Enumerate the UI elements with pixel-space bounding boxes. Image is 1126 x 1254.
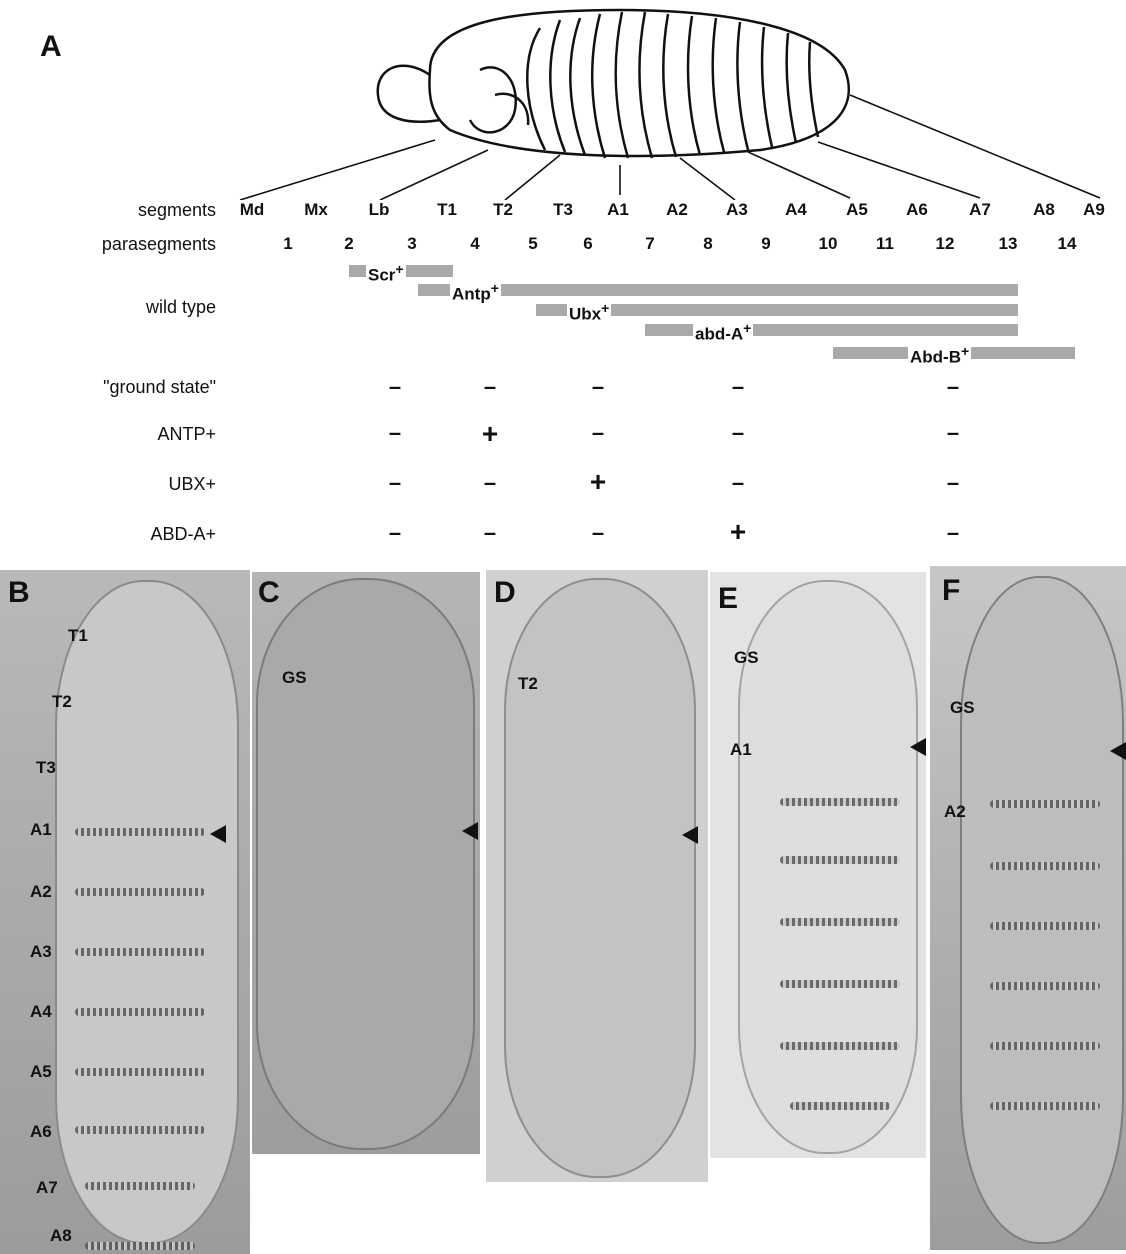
embryo-schematic [0,0,1126,200]
panel-b-letter: B [8,576,30,610]
segment-label: A3 [726,200,748,220]
row-label-ground-state: "ground state" [103,377,216,398]
plus-mark: + [590,468,606,496]
parasegment-number: 12 [936,234,955,254]
segment-label: A2 [666,200,688,220]
panel-e-photo: E GS A1 [710,572,926,1158]
panel-f-photo: F GS A2 [930,566,1126,1250]
abda-label: abd-A+ [693,319,753,344]
arrowhead-icon [462,822,478,840]
arrowhead-icon [682,826,698,844]
segment-label: Mx [304,200,328,220]
minus-mark: – [389,376,401,398]
abdb-label: Abd-B+ [908,342,971,367]
segment-label-a1: A1 [730,740,752,760]
segment-label-a1: A1 [30,820,52,840]
segment-label: A8 [1033,200,1055,220]
antp-label: Antp+ [450,279,501,304]
panel-d-letter: D [494,576,516,610]
segment-label-gs: GS [950,698,975,718]
minus-mark: – [389,422,401,444]
segment-label: A7 [969,200,991,220]
parasegment-number: 9 [761,234,770,254]
segment-label: T3 [553,200,573,220]
segment-label: A4 [785,200,807,220]
segment-label-a2: A2 [30,882,52,902]
plus-mark: + [482,420,498,448]
minus-mark: – [592,422,604,444]
segment-label-a7: A7 [36,1178,58,1198]
segment-label-t1: T1 [68,626,88,646]
parasegment-number: 5 [528,234,537,254]
segment-label-a6: A6 [30,1122,52,1142]
segment-label: T2 [493,200,513,220]
ubx-label: Ubx+ [567,299,611,324]
segment-label: A1 [607,200,629,220]
parasegment-number: 6 [583,234,592,254]
panel-d-photo: D T2 [486,570,708,1182]
panel-e-letter: E [718,582,738,616]
parasegment-number: 11 [876,234,894,254]
arrowhead-icon [1110,742,1126,760]
parasegment-number: 14 [1058,234,1077,254]
scr-label: Scr+ [366,260,406,285]
segment-label: T1 [437,200,457,220]
row-label-antp: ANTP+ [157,424,216,445]
minus-mark: – [484,472,496,494]
segment-label-a4: A4 [30,1002,52,1022]
parasegment-number: 7 [645,234,654,254]
arrowhead-icon [210,825,226,843]
segment-label-gs: GS [282,668,307,688]
parasegment-number: 8 [703,234,712,254]
row-label-ubx: UBX+ [168,474,216,495]
panel-c-letter: C [258,576,280,610]
antp-expression-bar [418,284,1018,296]
segment-label: A9 [1083,200,1105,220]
arrowhead-icon [910,738,926,756]
minus-mark: – [947,522,959,544]
parasegment-number: 4 [470,234,479,254]
segment-label-gs: GS [734,648,759,668]
panel-b-photo: B T1 T2 T3 A1 A2 A3 A4 A5 A6 A7 A8 [0,570,250,1254]
minus-mark: – [732,472,744,494]
segment-label: Lb [369,200,390,220]
plus-mark: + [730,518,746,546]
minus-mark: – [484,376,496,398]
minus-mark: – [389,522,401,544]
minus-mark: – [947,472,959,494]
minus-mark: – [732,422,744,444]
segment-label: A5 [846,200,868,220]
panel-f-letter: F [942,574,960,608]
segment-label-t2: T2 [52,692,72,712]
minus-mark: – [389,472,401,494]
segment-label: Md [240,200,265,220]
segment-label: A6 [906,200,928,220]
segment-label-a8: A8 [50,1226,72,1246]
parasegment-number: 2 [344,234,353,254]
parasegment-number: 1 [283,234,292,254]
minus-mark: – [947,422,959,444]
minus-mark: – [592,522,604,544]
segment-label-a2: A2 [944,802,966,822]
parasegment-number: 3 [407,234,416,254]
minus-mark: – [592,376,604,398]
panel-c-photo: C GS [252,572,480,1154]
minus-mark: – [732,376,744,398]
row-label-parasegments: parasegments [102,234,216,255]
row-label-segments: segments [138,200,216,221]
parasegment-number: 13 [999,234,1018,254]
segment-label-t3: T3 [36,758,56,778]
row-label-abda: ABD-A+ [150,524,216,545]
minus-mark: – [947,376,959,398]
segment-label-a5: A5 [30,1062,52,1082]
minus-mark: – [484,522,496,544]
segment-label-a3: A3 [30,942,52,962]
segment-label-t2: T2 [518,674,538,694]
parasegment-number: 10 [819,234,838,254]
row-label-wild-type: wild type [146,297,216,318]
